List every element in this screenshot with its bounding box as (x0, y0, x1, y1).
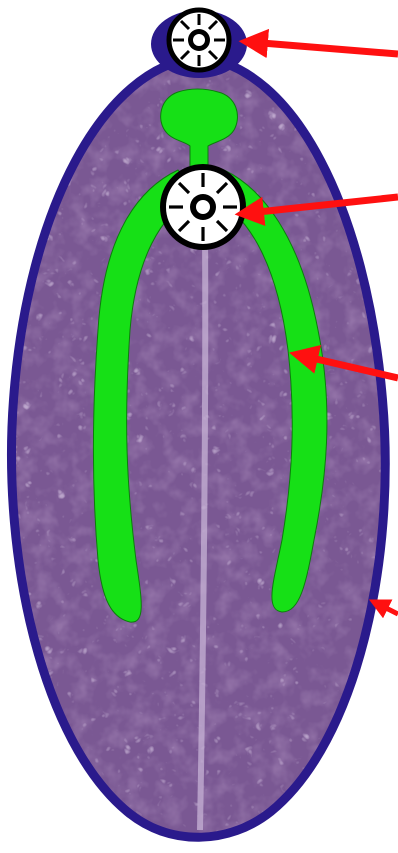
tegument-pointer (384, 607, 398, 614)
oral-sucker-pointer (262, 43, 398, 54)
oral-sucker (151, 10, 247, 78)
ventral-sucker (163, 167, 243, 247)
